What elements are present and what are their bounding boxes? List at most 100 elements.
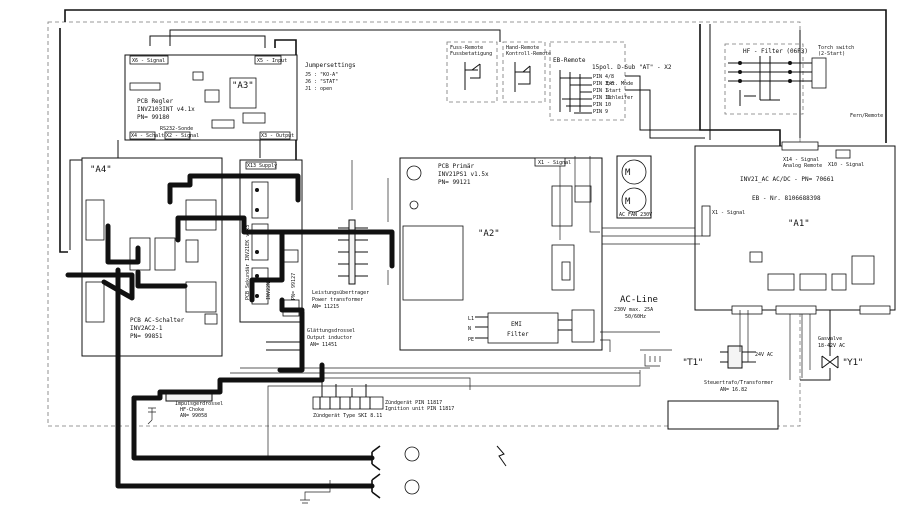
torch-cable [131,395,375,461]
bottom-bus-2 [267,370,641,460]
acline-title: AC-Line [620,295,658,305]
title-block [667,400,779,430]
jumper-j1: J1 : open [305,86,332,92]
a2-signal-wires [559,156,600,240]
a1-eb: EB - Nr. 8106688398 [752,195,821,202]
foot-remote-sub: Fussbetatigung [450,51,492,57]
a2-conn-label: X1 - Signal [538,160,571,166]
ignition-conn2: Ignition unit PIN 11817 [385,406,454,412]
ignition-unit: Zündgerät Type SKI 8.11 Zündgerät PIN 11… [312,380,454,419]
a3-conn-x3 [259,131,291,140]
pcb-a3-regler: X6 - Signal X5 - Input X4 - Schalter X2 … [124,54,298,141]
a2-capacitor-bank [402,225,464,301]
t1-label: Steuertrafo/Transformer [704,380,773,386]
foot-remote-label: Fuss-Remote [450,45,483,51]
power-trafo-label: Leistungsübertrager [312,290,369,296]
a3-conn-x6 [129,55,169,65]
power-trafo-label-en: Power transformer [312,297,363,303]
hf-capacitor [147,407,156,425]
fan-motors: M M AC FAN 230V [616,155,652,219]
hf-choke-label-en: HF-Choke [180,407,204,413]
sec-mid-label: INV22NT [266,279,272,300]
line-pe: PE [468,337,474,343]
jumper-settings: Jumpersettings J5 : "KO-A" J6 : "STAT" J… [305,62,356,92]
a1-analog-label: Analog Remote [783,163,822,169]
ignition-label: Zündgerät Type SKI 8.11 [313,413,382,419]
a1-conn-label: X14 - Signal [783,157,819,163]
workpiece-earth [300,480,331,504]
power-cable-2 [175,215,395,269]
a2-pn: PN= 99121 [438,179,471,186]
power-cable-3 [105,223,141,265]
foot-remote-box [446,41,498,103]
remote-label: Fern/Remote [850,113,883,119]
t1-pn: AN= 16.82 [720,387,747,393]
eb-remote-label: EB-Remote [553,57,586,64]
torch-switch-sub: (2-Start) [818,51,845,57]
hf-choke-pn: AN= 99058 [180,413,207,419]
sec-pn-label: PN= 99127 [291,273,297,300]
left-bus-wire [59,28,68,253]
a1-sw-label: X1 - Signal [712,210,745,216]
a3-rs232-label: RS232-Sonde [160,126,193,132]
remote-r3: Start [606,88,621,94]
choke-cable [277,309,305,373]
a2-a1-wires [602,227,702,245]
sec-part-label: PCB Sekundär INV21EK v1x3 [245,225,251,300]
pcb-a2-primaer: PCB Primär INV21PS1 v1.5x PN= 99121 X1 -… [399,157,603,351]
hf-choke: Impulsgerdrossel HF-Choke AN= 99058 [165,392,223,419]
output-workpiece [371,473,420,499]
power-transformer: Leistungsübertrager Power transformer AN… [312,219,369,310]
a3-name: "A3" [232,81,254,91]
fan-label: AC FAN 230V [619,212,652,218]
pin-2: PIN 3/6 [593,81,614,87]
a3-part: INVZ103INT v4.1x [137,106,195,113]
workpiece-cable [115,267,375,489]
pcb-sekundaer: X13 Supply PCB Sekundär INV21EK v1x3 INV… [239,159,303,323]
gas-valve: Gasvalve 18-42V AC "Y1" [800,310,863,381]
pe-terminal [640,349,672,367]
jumper-title: Jumpersettings [305,62,356,69]
torch-switch-conn [811,57,827,89]
remote-r2: Schleifer [606,95,633,101]
a3-conn-x2-label: X2 - Signal [166,133,199,139]
pcb-a4-ac-schalter: "A4" PCB AC-Schalter INV2AC2-1 PN= 99851 [81,157,223,357]
output-inductor: Glättungsdrossel Output inductor AN= 114… [266,328,355,351]
filter-label: Filter [507,331,529,338]
work-plus-symbol [404,479,420,495]
emi-label: EMI [511,321,522,328]
pcb-a1-acdc: X14 - Signal Analog Remote X10 - Signal … [694,141,896,315]
torch-minus-symbol [404,446,420,462]
a4-pn: PN= 99851 [130,333,163,340]
pin-6: PIN 9 [593,109,608,115]
power-cable-4 [135,269,188,289]
gas-name: "Y1" [843,358,863,368]
gas-voltage: 18-42V AC [818,343,845,349]
jumper-j5: J5 : "KO-A" [305,72,338,78]
torch-lead-upper [131,362,325,401]
sec-conn-label: X13 Supply [247,163,277,169]
a3-conn-x3-label: X3 - Output [261,133,294,139]
power-cable-6 [249,229,305,313]
a2-title: PCB Primär [438,163,475,170]
a3-top-wire [149,35,266,48]
a3-conn-x4-label: X4 - Schalter [131,133,170,139]
a1-conn2-label: X10 - Signal [828,162,864,168]
emi-filter [487,312,559,344]
choke-pn: AN= 11451 [310,342,337,348]
a1-name: "A1" [788,219,810,229]
remote-controls: Fuss-Remote Fussbetatigung Hand-Remote K… [446,41,705,139]
a2-name: "A2" [478,229,500,239]
jumper-j6: J6 : "STAT" [305,79,338,85]
a3-title: PCB Regler [137,98,174,105]
remote-r1: Ext. Mode [606,81,633,87]
a2-part: INV21PS1 v1.5x [438,171,489,178]
hf-filter-label: HF - Filter (06F3) [743,48,808,55]
choke-label-en: Output inductor [307,335,352,341]
a3-top-wire-2 [169,29,501,46]
line-n: N [468,326,471,332]
dsub-label: 15pol. D-Sub "AT" - X2 [592,64,672,71]
t1-24v: 24V AC [755,352,773,358]
ignition-conn: Zündgerät PIN 11817 [385,400,442,406]
